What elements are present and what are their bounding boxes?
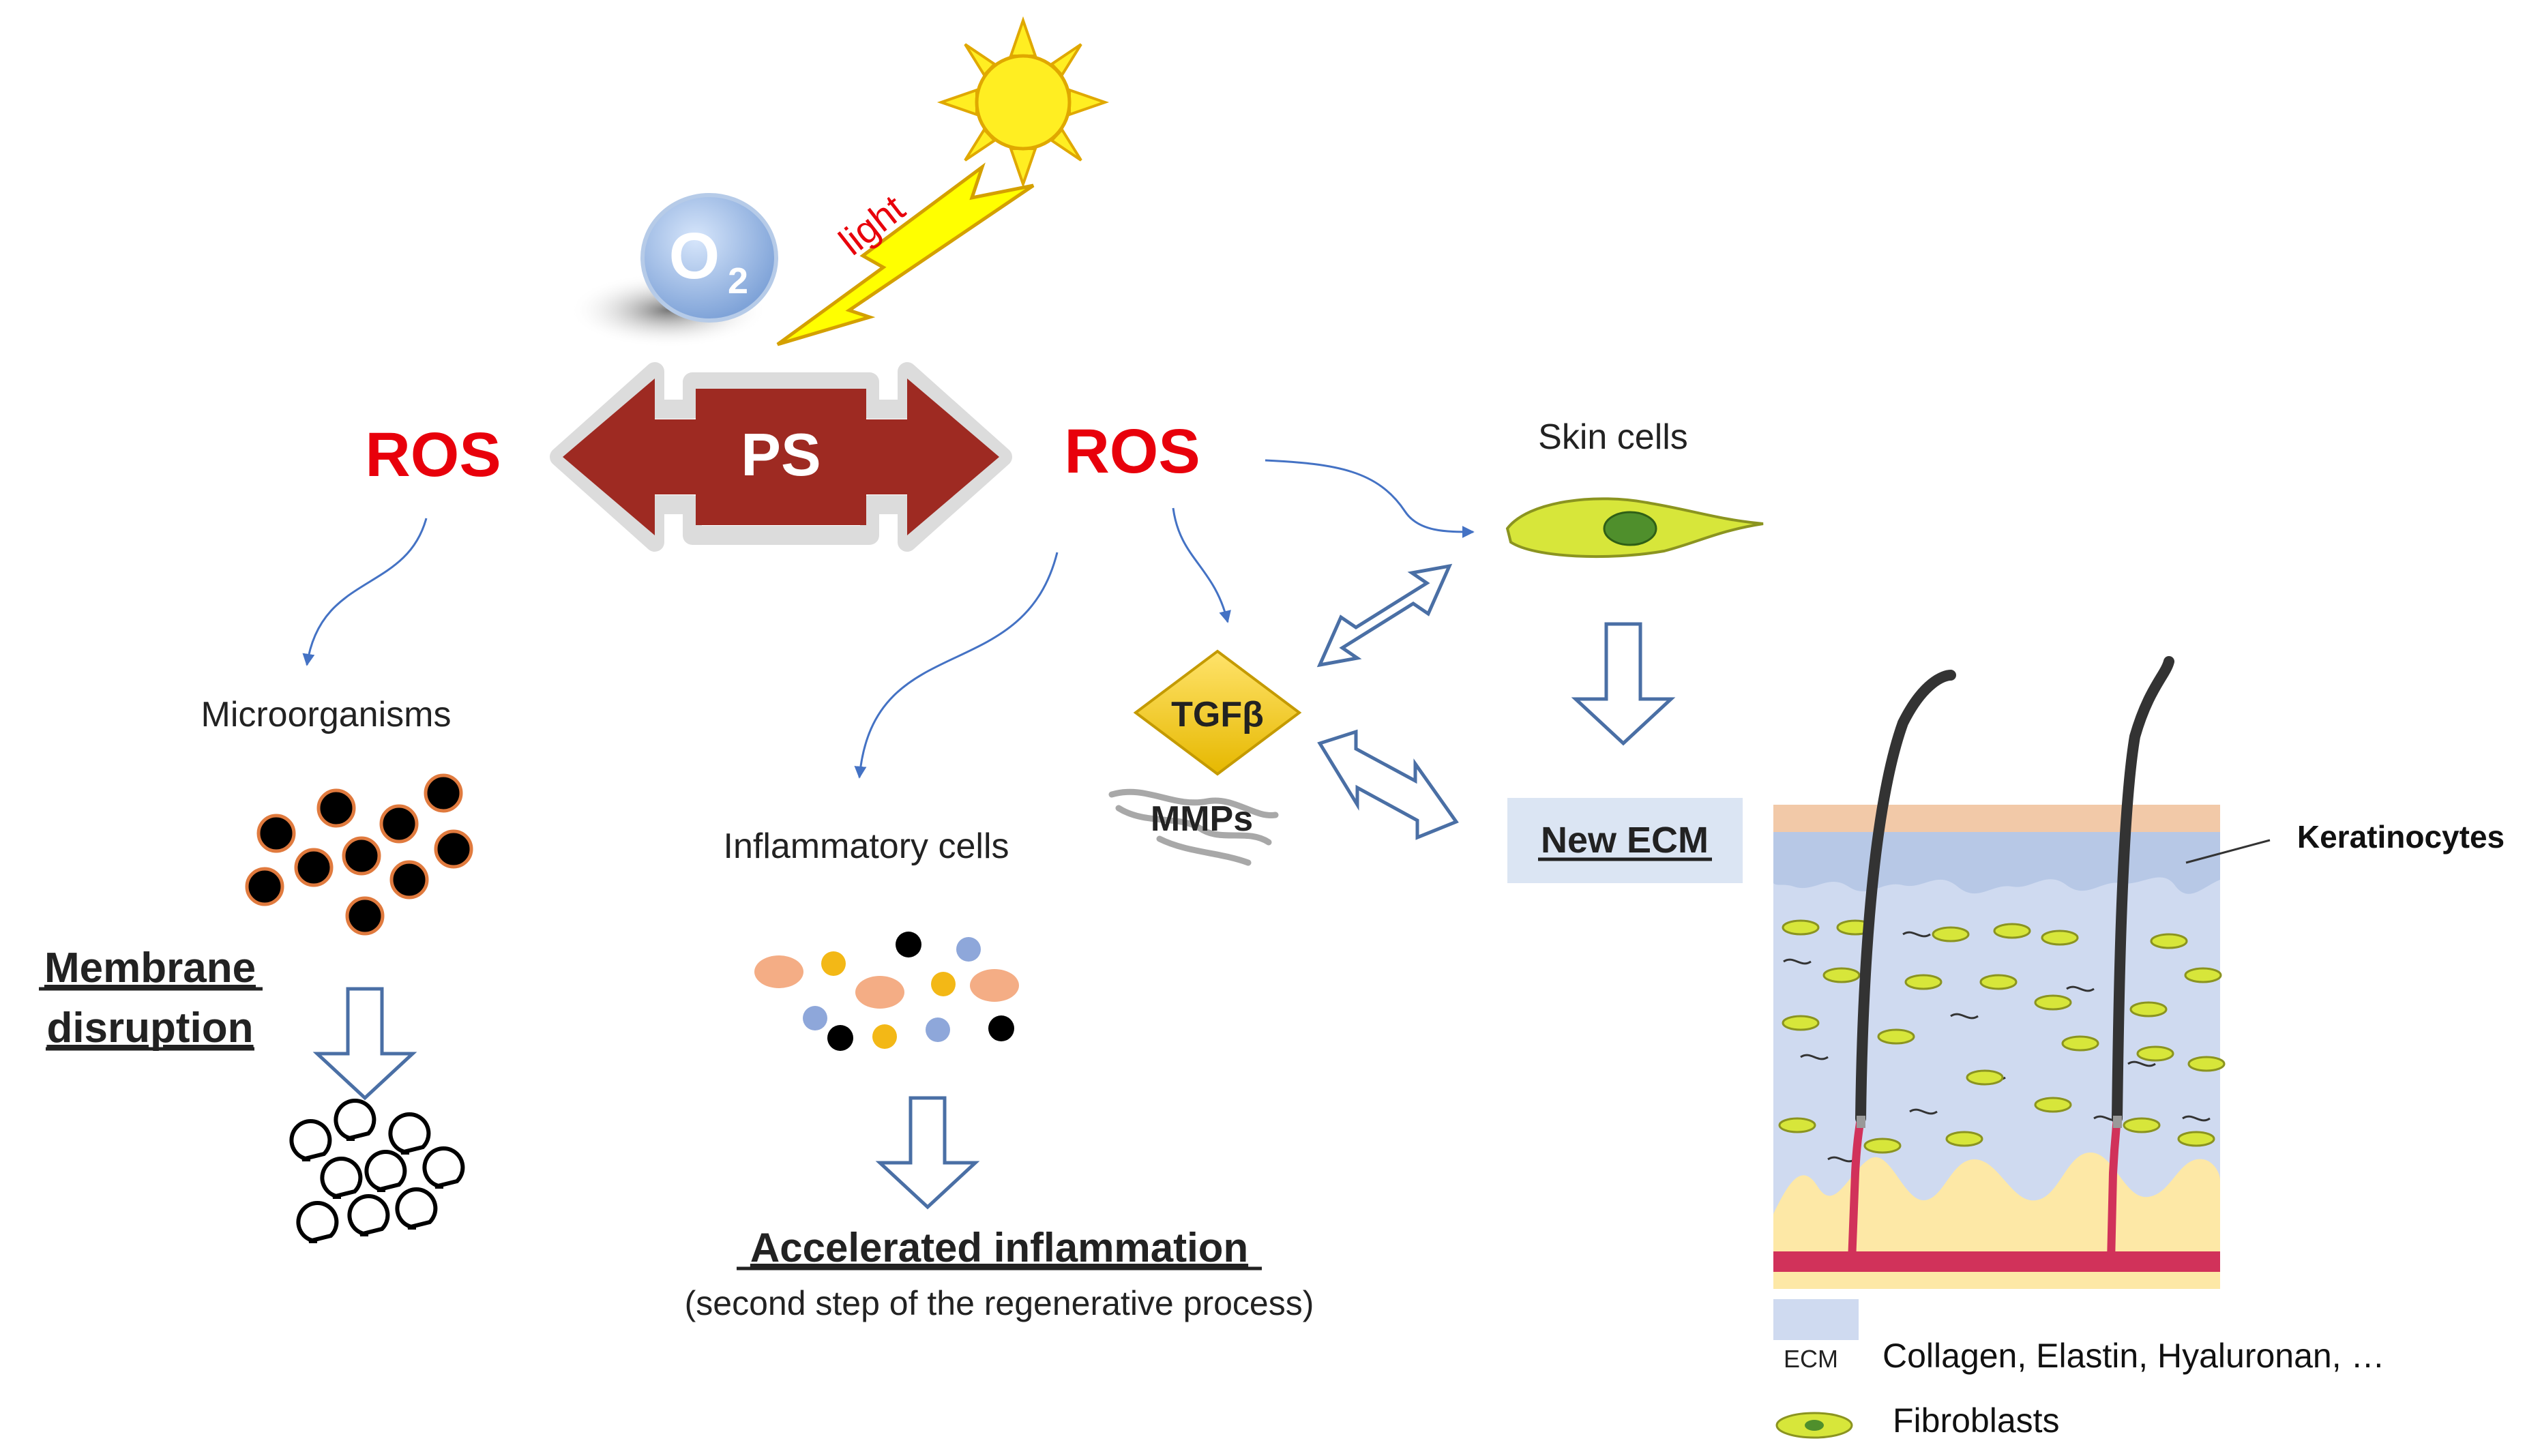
arrow-ros-to-inflammatory (854, 552, 1059, 779)
legend: ECM Collagen, Elastin, Hyaluronan, … Fib… (1773, 1299, 2385, 1440)
legend-fibroblasts-label: Fibroblasts (1893, 1401, 2060, 1440)
legend-ecm-tag: ECM (1784, 1345, 1838, 1373)
ps-label: PS (741, 421, 821, 488)
inflammatory-cells-label: Inflammatory cells (724, 827, 1009, 866)
skin-cross-section (1773, 656, 2271, 1289)
down-arrow-middle (875, 1096, 980, 1210)
disrupted-cells-icon (289, 1099, 465, 1243)
tgfb-diamond: TGFβ (1133, 649, 1302, 776)
new-ecm-box: New ECM (1507, 798, 1743, 883)
hair-follicles (1848, 656, 2174, 1262)
double-arrow-tgfb-skin (1316, 563, 1453, 668)
new-ecm-label: New ECM (1541, 820, 1709, 861)
ros-left-label: ROS (365, 420, 501, 490)
skin-cell-icon (1505, 497, 1764, 559)
o2-symbol: O (669, 220, 720, 293)
dermal-fibroblasts (1778, 919, 2226, 1154)
o2-subscript: 2 (728, 261, 748, 301)
ros-connector-arrows (302, 459, 1475, 779)
membrane-disruption-line1: Membrane (44, 945, 256, 992)
legend-ecm-description: Collagen, Elastin, Hyaluronan, … (1882, 1337, 2385, 1375)
mmps-strands (1108, 788, 1279, 866)
mmps-label: MMPs (1151, 799, 1253, 839)
keratinocytes-label: Keratinocytes (2297, 819, 2505, 855)
accelerated-inflammation-label: Accelerated inflammation (750, 1225, 1248, 1271)
double-arrow-mmps-ecm (1317, 729, 1459, 840)
arrow-ros-to-tgfb (1172, 507, 1231, 623)
microorganism-dots (245, 773, 473, 936)
down-arrow-right (1571, 622, 1676, 746)
microorganisms-label: Microorganisms (201, 695, 452, 734)
skin-cells-label: Skin cells (1538, 417, 1688, 457)
membrane-disruption-line2: disruption (46, 1005, 253, 1052)
o2-bubble: O 2 (570, 193, 778, 348)
arrow-ros-to-microorganisms (302, 518, 428, 666)
inflammatory-cell-cluster (754, 932, 1019, 1051)
tgfb-label: TGFβ (1171, 695, 1264, 734)
ros-right-label: ROS (1064, 417, 1200, 486)
sun-icon (936, 16, 1110, 189)
second-step-label: (second step of the regenerative process… (685, 1284, 1314, 1322)
legend-ecm-swatch (1773, 1299, 1859, 1340)
legend-fibroblast-icon (1775, 1412, 1853, 1439)
arrow-ros-to-skin-cells (1265, 459, 1475, 538)
ps-double-arrow: PS (550, 362, 1012, 552)
down-arrow-left (312, 987, 417, 1101)
light-bolt-icon: light (776, 162, 1035, 346)
